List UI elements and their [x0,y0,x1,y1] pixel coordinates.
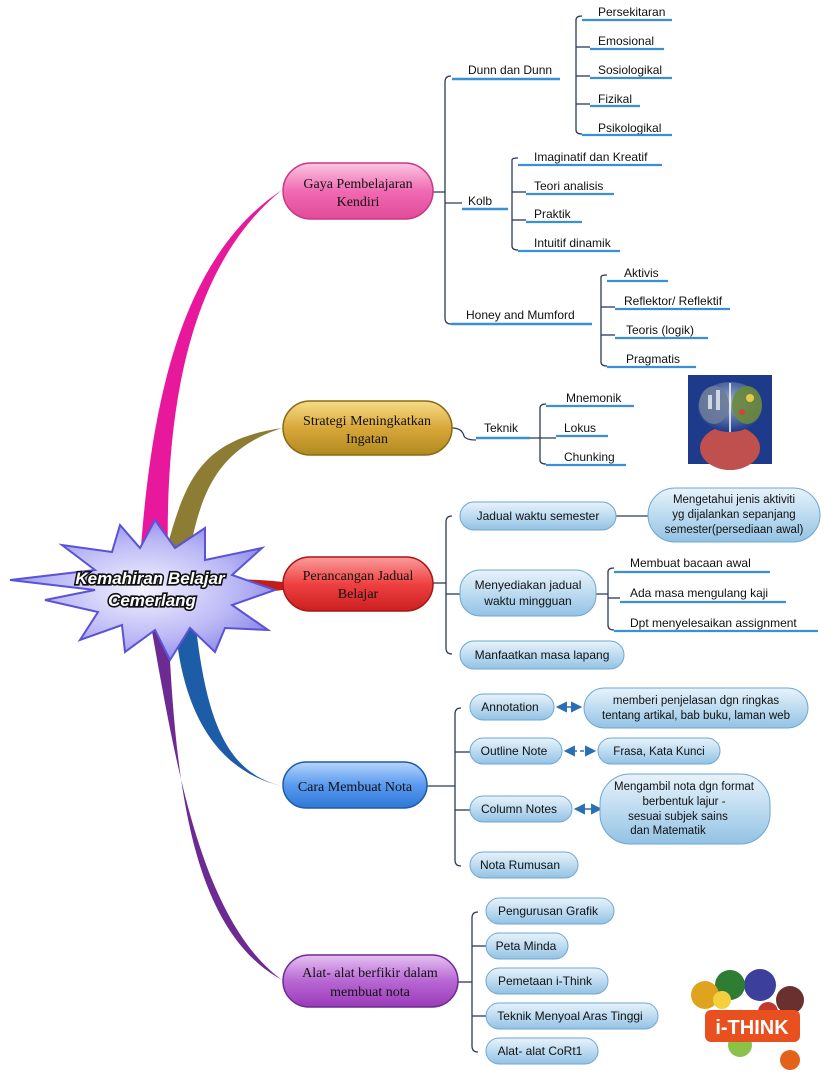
mingguan-sub: Membuat bacaan awal [630,556,751,570]
group-kolb-label: Kolb [468,194,492,208]
note-line: Mengetahui jenis aktiviti [673,494,795,506]
teknik-item: Mnemonik [566,391,622,405]
honey-item: Teoris (logik) [626,323,694,337]
strategi-title-line2: Ingatan [346,432,388,447]
perancangan-connectors [433,515,648,655]
jadual-semester-note[interactable] [647,487,821,543]
alat-item-label: Pemetaan i-Think [498,974,593,988]
gaya-connectors [433,15,615,367]
honey-item: Pragmatis [626,352,680,366]
nota-rumusan-node[interactable] [469,851,579,879]
group-dunn-label: Dunn dan Dunn [468,63,552,77]
annotation-note[interactable] [583,687,809,729]
central-title-line1: Kemahiran Belajar [75,569,226,588]
note-line: semester(persediaan awal) [665,524,804,536]
outline-note-note[interactable] [597,737,721,765]
ribbon-gaya [140,190,282,560]
note-line: yg dijalankan sepanjang [672,509,795,521]
alat-item-label: Teknik Menyoal Aras Tinggi [497,1009,642,1023]
honey-item: Aktivis [624,266,659,280]
alat-item-node[interactable] [485,1002,659,1030]
gaya-title-line1: Gaya Pembelajaran [303,177,412,192]
note-line: Mengambil nota dgn format [614,781,755,793]
jadual-semester-node[interactable] [459,501,617,531]
branch-gaya: Gaya Pembelajaran Kendiri Dunn dan Dunn … [282,5,730,369]
strategi-node[interactable] [282,400,453,456]
kolb-item: Praktik [534,207,572,221]
alat-item-label: Pengurusan Grafik [498,904,599,918]
ribbon-alat [150,620,282,980]
teknik-item: Lokus [564,421,596,435]
central-node: Kemahiran Belajar Cemerlang [9,518,279,663]
ithink-logo-text: i-THINK [715,1017,789,1039]
teknik-item: Chunking [564,450,615,464]
jadual-mingguan-node[interactable] [459,569,597,617]
dunn-item: Persekitaran [598,5,665,19]
branch-alat: Alat- alat berfikir dalam membuat nota P… [282,897,659,1065]
jadual-mingguan-line1: Menyediakan jadual [475,578,582,592]
group-teknik-label: Teknik [484,421,519,435]
note-line: Frasa, Kata Kunci [613,746,704,758]
perancangan-title-line1: Perancangan Jadual [303,569,414,584]
alat-title-line1: Alat- alat berfikir dalam [302,966,438,981]
note-line: sesuai subjek sains [628,811,728,823]
nota-connectors [427,707,470,867]
annotation-node[interactable] [469,693,555,721]
masa-lapang-node[interactable] [459,640,625,670]
alat-connectors [458,911,486,1053]
kolb-item: Imaginatif dan Kreatif [534,150,648,164]
honey-item: Reflektor/ Reflektif [624,294,723,308]
note-line: dan Matematik [630,825,706,837]
dunn-item: Psikologikal [598,121,661,135]
alat-node[interactable] [282,954,459,1008]
note-line: berbentuk lajur - [642,796,725,808]
kolb-item: Teori analisis [534,179,603,193]
alat-item-node[interactable] [485,932,569,960]
masa-lapang-label: Manfaatkan masa lapang [475,648,610,662]
column-notes-label: Column Notes [481,802,557,816]
central-star [9,518,279,663]
column-notes-note[interactable] [599,773,771,845]
jadual-mingguan-line2: waktu mingguan [483,594,571,608]
branch-perancangan: Perancangan Jadual Belajar Jadual waktu … [282,487,821,670]
alat-title-line2: membuat nota [330,985,410,1000]
outline-note-node[interactable] [469,737,563,765]
dunn-item: Emosional [598,34,654,48]
alat-item-node[interactable] [485,967,609,995]
ithink-logo: i-THINK [691,969,804,1070]
annotation-label: Annotation [481,700,538,714]
alat-item-label: Peta Minda [496,939,557,953]
dunn-item: Sosiologikal [598,63,662,77]
note-line: tentang artikal, bab buku, laman web [602,710,790,722]
mingguan-sub: Dpt menyelesaikan assignment [630,616,797,630]
group-honey-label: Honey and Mumford [466,308,575,322]
gaya-title-line2: Kendiri [337,195,380,210]
dunn-item: Fizikal [598,92,632,106]
column-notes-node[interactable] [469,795,573,823]
ribbon-strategi [165,428,282,560]
perancangan-node[interactable] [282,556,434,612]
perancangan-title-line2: Belajar [338,587,379,602]
mingguan-sub: Ada masa mengulang kaji [630,586,768,600]
outline-note-label: Outline Note [481,744,548,758]
alat-item-node[interactable] [485,897,615,925]
strategi-connectors [451,403,556,465]
central-title-line2: Cemerlang [108,591,196,610]
kolb-item: Intuitif dinamik [534,236,612,250]
branch-nota: Cara Membuat Nota Annotation memberi pen… [282,687,809,879]
nota-rumusan-label: Nota Rumusan [480,858,560,872]
brain-image [688,375,772,470]
alat-item-label: Alat- alat CoRt1 [498,1044,583,1058]
ribbon-nota [175,620,282,786]
nota-title: Cara Membuat Nota [298,780,413,795]
note-line: memberi penjelasan dgn ringkas [613,695,779,707]
jadual-semester-label: Jadual waktu semester [477,509,600,523]
nota-node[interactable] [282,761,428,809]
alat-item-node[interactable] [485,1037,599,1065]
branch-strategi: Strategi Meningkatkan Ingatan Teknik Mne… [282,375,772,470]
strategi-title-line1: Strategi Meningkatkan [303,414,431,429]
gaya-node[interactable] [282,162,434,220]
